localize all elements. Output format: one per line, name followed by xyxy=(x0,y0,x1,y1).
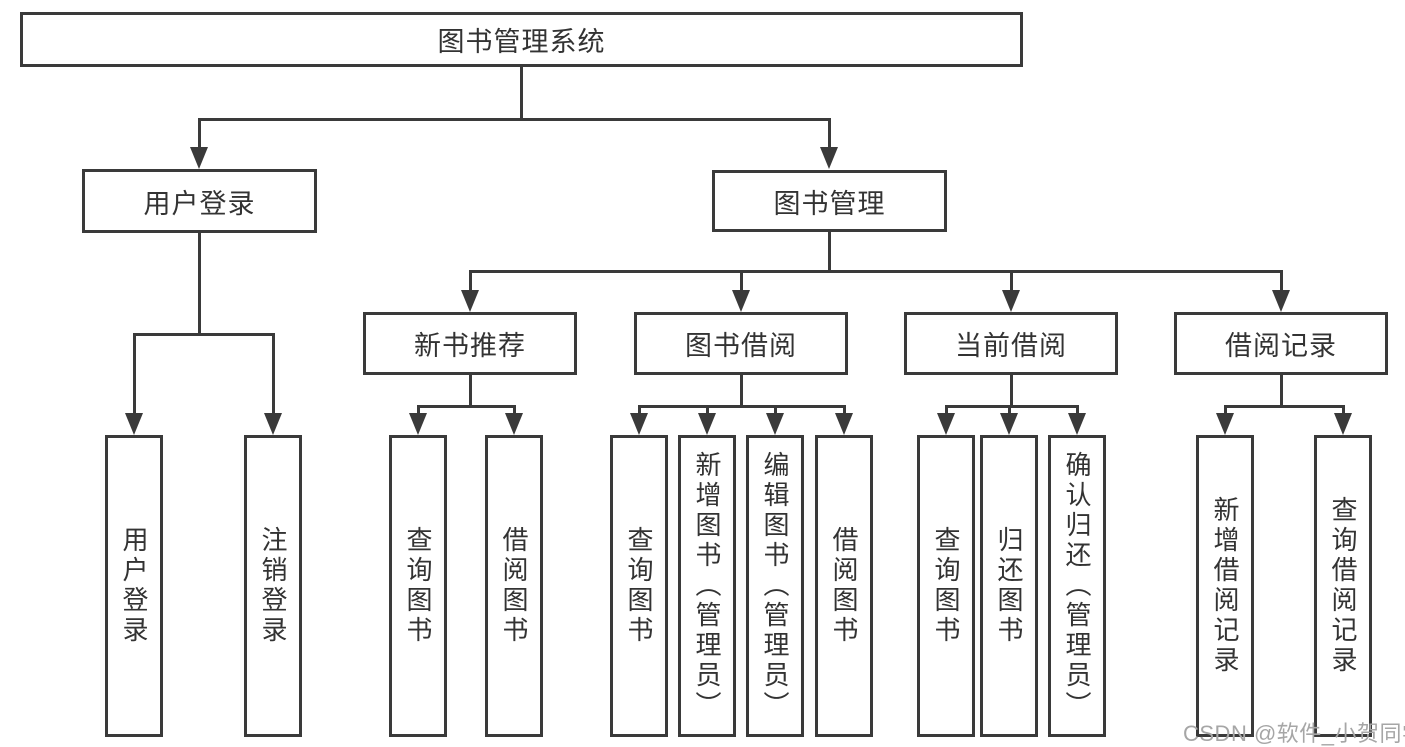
leaf-recommend-borrow-books: 借阅图书 xyxy=(485,435,543,737)
node-borrowing-records-label: 借阅记录 xyxy=(1225,331,1337,361)
leaf-logout-label: 注销登录 xyxy=(258,526,288,646)
connector-drop xyxy=(197,119,201,149)
leaf-recommend-query-books: 查询图书 xyxy=(389,435,447,737)
node-current-borrowing-label: 当前借阅 xyxy=(955,331,1067,361)
connector-drop xyxy=(512,406,516,415)
leaf-borrowing-query-books: 查询图书 xyxy=(610,435,668,737)
leaf-borrowing-query-books-label: 查询图书 xyxy=(624,526,654,646)
connector-stem xyxy=(1279,375,1283,406)
connector-arrowhead xyxy=(697,413,716,435)
connector-stem xyxy=(197,233,201,334)
node-new-book-recommend-label: 新书推荐 xyxy=(414,331,526,361)
connector-arrowhead xyxy=(460,290,479,312)
leaf-borrowing-add-books-label: 新增图书（管理员） xyxy=(692,451,722,721)
connector-drop xyxy=(827,119,831,149)
connector-arrowhead xyxy=(936,413,955,435)
connector-drop xyxy=(1279,271,1283,292)
connector-drop xyxy=(1007,406,1011,415)
connector-drop xyxy=(773,406,777,415)
connector-drop xyxy=(468,271,472,292)
connector-bus xyxy=(1223,404,1345,408)
connector-arrowhead xyxy=(1215,413,1234,435)
leaf-borrowing-edit-books-label: 编辑图书（管理员） xyxy=(760,451,790,721)
connector-bus xyxy=(416,404,516,408)
leaf-records-query-record-label: 查询借阅记录 xyxy=(1328,496,1358,676)
connector-arrowhead xyxy=(189,147,208,169)
connector-drop xyxy=(1009,271,1013,292)
leaf-current-query-books-label: 查询图书 xyxy=(931,526,961,646)
node-root-label: 图书管理系统 xyxy=(437,27,606,57)
leaf-recommend-borrow-books-label: 借阅图书 xyxy=(499,526,529,646)
node-book-borrowing: 图书借阅 xyxy=(634,312,848,375)
connector-drop xyxy=(1075,406,1079,415)
node-book-borrowing-label: 图书借阅 xyxy=(685,331,797,361)
node-book-management: 图书管理 xyxy=(712,170,947,232)
connector-arrowhead xyxy=(504,413,523,435)
node-new-book-recommend: 新书推荐 xyxy=(363,312,577,375)
connector-stem xyxy=(519,67,523,119)
leaf-borrowing-borrow-books: 借阅图书 xyxy=(815,435,873,737)
connector-drop xyxy=(705,406,709,415)
connector-arrowhead xyxy=(408,413,427,435)
leaf-user-login-label: 用户登录 xyxy=(119,526,149,646)
connector-drop xyxy=(842,406,846,415)
node-root: 图书管理系统 xyxy=(20,12,1023,67)
connector-bus xyxy=(197,117,831,121)
connector-bus xyxy=(132,332,275,336)
node-user-login: 用户登录 xyxy=(82,169,317,233)
leaf-recommend-query-books-label: 查询图书 xyxy=(403,526,433,646)
connector-stem xyxy=(468,375,472,406)
connector-drop xyxy=(637,406,641,415)
connector-bus xyxy=(637,404,846,408)
leaf-records-add-record: 新增借阅记录 xyxy=(1196,435,1254,737)
connector-arrowhead xyxy=(124,413,143,435)
connector-stem xyxy=(739,375,743,406)
node-user-login-label: 用户登录 xyxy=(143,188,256,219)
connector-drop xyxy=(944,406,948,415)
node-borrowing-records: 借阅记录 xyxy=(1174,312,1388,375)
connector-stem xyxy=(827,232,831,271)
leaf-current-return-books: 归还图书 xyxy=(980,435,1038,737)
connector-arrowhead xyxy=(629,413,648,435)
connector-bus xyxy=(944,404,1079,408)
connector-arrowhead xyxy=(834,413,853,435)
leaf-records-add-record-label: 新增借阅记录 xyxy=(1210,496,1240,676)
leaf-borrowing-edit-books: 编辑图书（管理员） xyxy=(746,435,804,737)
connector-arrowhead xyxy=(1333,413,1352,435)
connector-drop xyxy=(1223,406,1227,415)
connector-arrowhead xyxy=(1067,413,1086,435)
leaf-borrowing-add-books: 新增图书（管理员） xyxy=(678,435,736,737)
leaf-logout: 注销登录 xyxy=(244,435,302,737)
leaf-user-login: 用户登录 xyxy=(105,435,163,737)
watermark: CSDN @软件_小贺同学 xyxy=(1183,721,1405,746)
leaf-current-confirm-return-label: 确认归还（管理员） xyxy=(1062,451,1092,721)
connector-arrowhead xyxy=(263,413,282,435)
connector-drop xyxy=(271,334,275,415)
connector-drop xyxy=(1341,406,1345,415)
connector-arrowhead xyxy=(1001,290,1020,312)
connector-arrowhead xyxy=(765,413,784,435)
connector-drop xyxy=(132,334,136,415)
connector-drop xyxy=(416,406,420,415)
connector-bus xyxy=(468,269,1283,273)
leaf-current-query-books: 查询图书 xyxy=(917,435,975,737)
leaf-records-query-record: 查询借阅记录 xyxy=(1314,435,1372,737)
leaf-borrowing-borrow-books-label: 借阅图书 xyxy=(829,526,859,646)
connector-arrowhead xyxy=(819,147,838,169)
connector-arrowhead xyxy=(999,413,1018,435)
leaf-current-confirm-return: 确认归还（管理员） xyxy=(1048,435,1106,737)
node-book-management-label: 图书管理 xyxy=(773,188,886,219)
connector-stem xyxy=(1009,375,1013,406)
leaf-current-return-books-label: 归还图书 xyxy=(994,526,1024,646)
connector-arrowhead xyxy=(731,290,750,312)
connector-drop xyxy=(739,271,743,292)
node-current-borrowing: 当前借阅 xyxy=(904,312,1118,375)
connector-arrowhead xyxy=(1271,290,1290,312)
